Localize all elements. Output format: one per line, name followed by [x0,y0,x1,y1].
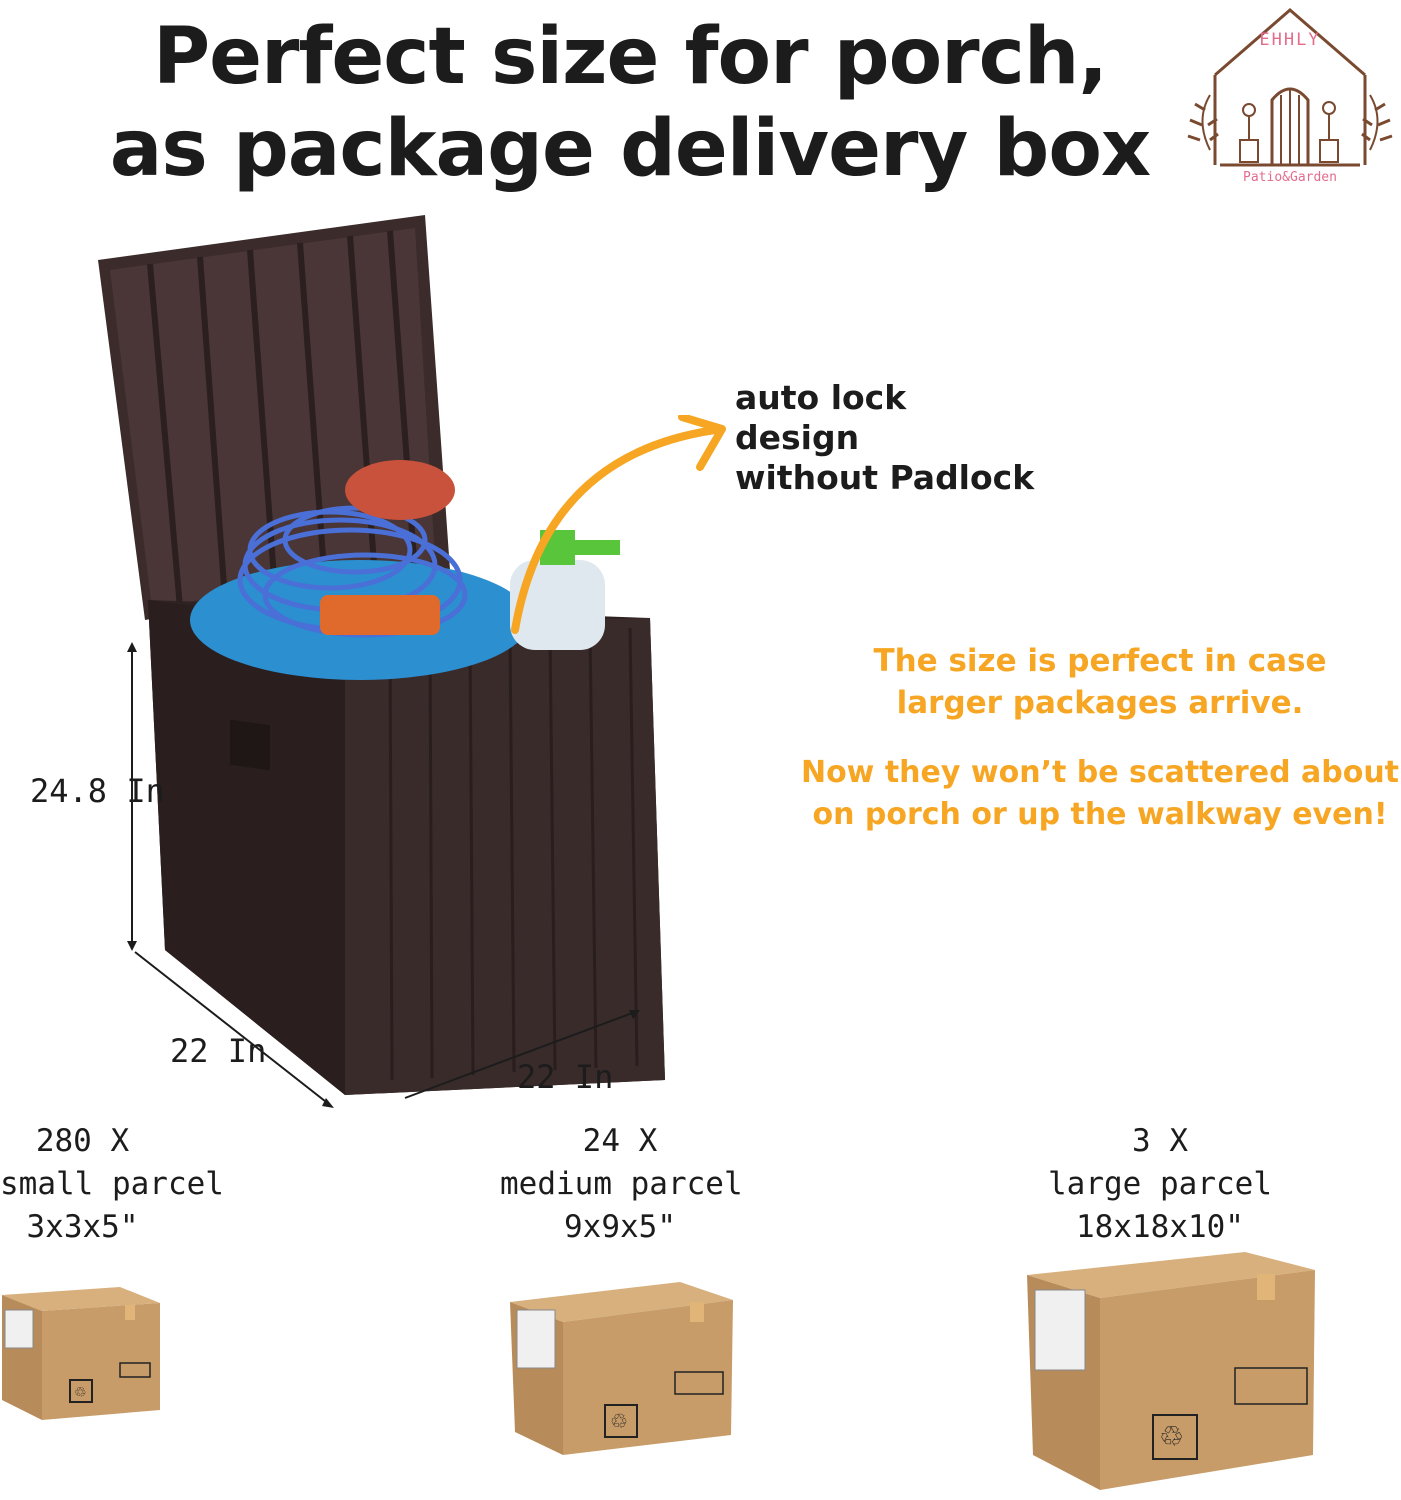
orange-p1-line-2: larger packages arrive. [896,685,1304,721]
headline-line-2: as package delivery box [109,104,1151,194]
callout-arrow-icon [511,415,726,634]
medium-parcel-box-icon: ♲ [510,1282,733,1455]
parcel-small-label: 280 X small parcel 3x3x5" [0,1120,224,1249]
svg-text:♲: ♲ [74,1385,87,1401]
parcel-count: 280 X [35,1123,130,1159]
parcel-size: 18x18x10" [1076,1209,1244,1245]
depth-dimension-label: 22 In [170,1032,267,1070]
large-parcel-box-icon: ♲ [1027,1252,1315,1490]
width-dimension-label: 22 In [517,1058,614,1096]
parcel-name: small parcel [0,1166,224,1202]
parcel-name: medium parcel [500,1166,743,1202]
callout-text: auto lock design without Padlock [735,378,1035,498]
orange-paragraph-1: The size is perfect in case larger packa… [830,640,1370,724]
logo-brand-text: EHHLY [1259,30,1321,50]
storage-box-illustration [98,215,665,1108]
svg-text:♲: ♲ [610,1409,628,1433]
parcel-count: 3 X [1132,1123,1188,1159]
brand-logo: EHHLY Patio&Garden [1180,0,1400,200]
parcel-size: 9x9x5" [564,1209,676,1245]
orange-p2-line-1: Now they won’t be scattered about [800,755,1400,790]
callout-line-1: auto lock design [735,378,907,457]
parcel-count: 24 X [582,1123,658,1159]
orange-p1-line-1: The size is perfect in case [873,643,1327,679]
parcel-size: 3x3x5" [26,1209,139,1245]
svg-text:♲: ♲ [1159,1420,1184,1453]
height-dimension-label: 24.8 In [30,772,165,810]
house-logo-icon [1187,8,1393,167]
parcel-name: large parcel [1048,1166,1272,1202]
headline-line-1: Perfect size for porch, [152,12,1108,102]
orange-p2-line-2: on porch or up the walkway even! [812,797,1388,832]
parcel-medium-label: 24 X medium parcel 9x9x5" [500,1120,743,1249]
callout-line-2: without Padlock [735,458,1035,497]
orange-paragraph-2: Now they won’t be scattered about on por… [800,752,1400,836]
logo-tagline: Patio&Garden [1243,170,1337,185]
parcel-large-label: 3 X large parcel 18x18x10" [1040,1120,1280,1249]
small-parcel-box-icon: ♲ [2,1287,160,1420]
